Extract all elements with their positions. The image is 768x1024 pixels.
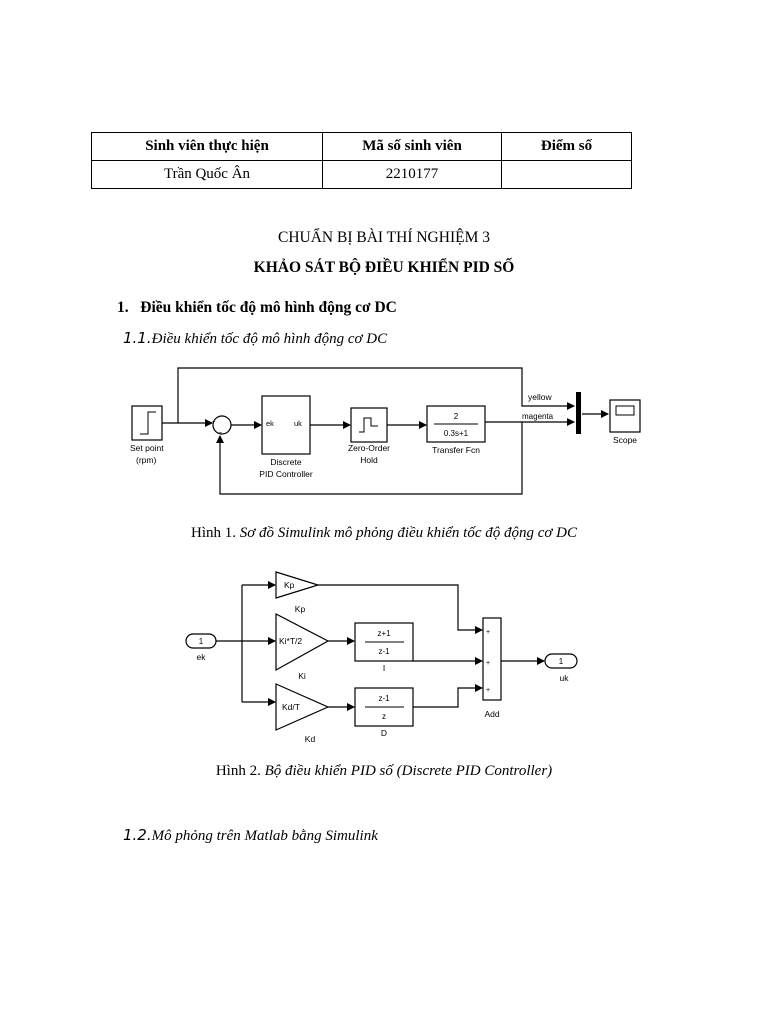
caption-text: Bộ điều khiển PID số (Discrete PID Contr…: [264, 763, 553, 779]
zoh-label-2: Hold: [360, 455, 378, 465]
output-port-number: 1: [559, 657, 564, 666]
table-cell: Trần Quốc Ân: [91, 160, 323, 189]
kp-gain-text: Kp: [284, 580, 295, 590]
setpoint-block: [131, 405, 163, 441]
section-number: 1.2.: [123, 826, 152, 844]
scope-label: Scope: [613, 435, 637, 445]
pid-label-1: Discrete: [270, 457, 301, 467]
caption-text: Sơ đồ Simulink mô phỏng điều khiển tốc đ…: [239, 525, 577, 541]
setpoint-label: Set point: [130, 443, 164, 453]
integrator-block: [354, 622, 414, 662]
zoh-label-1: Zero-Order: [348, 443, 390, 453]
pid-label-2: PID Controller: [259, 469, 313, 479]
tf-label: Transfer Fcn: [432, 445, 480, 455]
ki-gain-text: Ki*T/2: [279, 636, 302, 646]
section-heading-1: 1. Điều khiển tốc độ mô hình động cơ DC: [117, 299, 397, 317]
mux-bar: [576, 392, 581, 434]
tf-denominator: 0.3s+1: [444, 429, 469, 438]
transfer-fcn-block: [426, 405, 486, 443]
integrator-numerator: z+1: [377, 629, 391, 638]
zero-order-hold-block: [350, 407, 388, 443]
kd-gain-block: [275, 683, 330, 731]
output-port-label: uk: [560, 673, 570, 683]
section-heading-1-2: 1.2.Mô phỏng trên Matlab bằng Simulink: [123, 826, 378, 845]
student-info-table: Sinh viên thực hiện Mã số sinh viên Điểm…: [91, 132, 632, 189]
scope-block: [609, 399, 641, 433]
add-block: [482, 617, 502, 701]
document-subtitle: KHẢO SÁT BỘ ĐIỀU KHIỂN PID SỐ: [253, 259, 515, 276]
pid-out-port: uk: [294, 419, 302, 428]
table-cell: 2210177: [322, 160, 502, 189]
derivative-label: D: [381, 728, 387, 738]
section-number: 1.1.: [123, 329, 152, 347]
table-header-cell: Mã số sinh viên: [322, 132, 502, 161]
tf-numerator: 2: [454, 412, 459, 421]
ki-label: Ki: [298, 671, 306, 681]
table-header-cell: Điểm số: [501, 132, 632, 161]
figure-1-simulink-diagram: + − Set point (rpm) ek uk Discrete PID C…: [130, 367, 641, 495]
figure-2-caption: Hình 2. Bộ điều khiển PID số (Discrete P…: [0, 763, 768, 780]
section-text: Điều khiển tốc độ mô hình động cơ DC: [140, 299, 397, 316]
pid-in-port: ek: [266, 419, 274, 428]
figure-1-caption: Hình 1. Sơ đồ Simulink mô phỏng điều khi…: [0, 525, 768, 542]
document-title: CHUẨN BỊ BÀI THÍ NGHIỆM 3: [278, 229, 490, 246]
table-header-cell: Sinh viên thực hiện: [91, 132, 323, 161]
derivative-denominator: z: [382, 712, 386, 721]
table-header-row: Sinh viên thực hiện Mã số sinh viên Điểm…: [91, 132, 632, 161]
table-row: Trần Quốc Ân 2210177: [91, 160, 632, 189]
setpoint-unit: (rpm): [136, 455, 156, 465]
section-heading-1-1: 1.1.Điều khiển tốc độ mô hình động cơ DC: [123, 329, 387, 348]
add-label: Add: [484, 709, 499, 719]
ki-gain-block: [275, 613, 330, 672]
integrator-label: I: [383, 663, 385, 673]
svg-text:+: +: [212, 420, 216, 426]
table-cell: [501, 160, 632, 189]
signal-magenta-label: magenta: [522, 412, 554, 421]
input-port-number: 1: [199, 637, 204, 646]
input-port-label: ek: [197, 652, 207, 662]
kd-label: Kd: [305, 734, 316, 744]
section-text: Điều khiển tốc độ mô hình động cơ DC: [151, 331, 388, 347]
caption-prefix: Hình 2.: [215, 763, 261, 779]
section-text: Mô phỏng trên Matlab bằng Simulink: [151, 828, 378, 844]
signal-yellow-label: yellow: [528, 392, 552, 402]
svg-text:−: −: [218, 430, 222, 437]
svg-text:+: +: [486, 629, 490, 636]
kp-gain-block: [275, 571, 321, 599]
svg-text:+: +: [486, 660, 490, 667]
figure-2-pid-diagram: + + + 1 ek Kp Kp Ki*T/2 Ki Kd/T Kd z+1 z…: [185, 571, 578, 744]
section-number: 1.: [117, 299, 129, 316]
caption-prefix: Hình 1.: [191, 525, 237, 541]
kd-gain-text: Kd/T: [282, 702, 300, 712]
kp-label: Kp: [295, 604, 306, 614]
svg-text:+: +: [486, 687, 490, 694]
integrator-denominator: z-1: [378, 647, 390, 656]
derivative-numerator: z-1: [378, 694, 390, 703]
output-port: [544, 653, 578, 669]
